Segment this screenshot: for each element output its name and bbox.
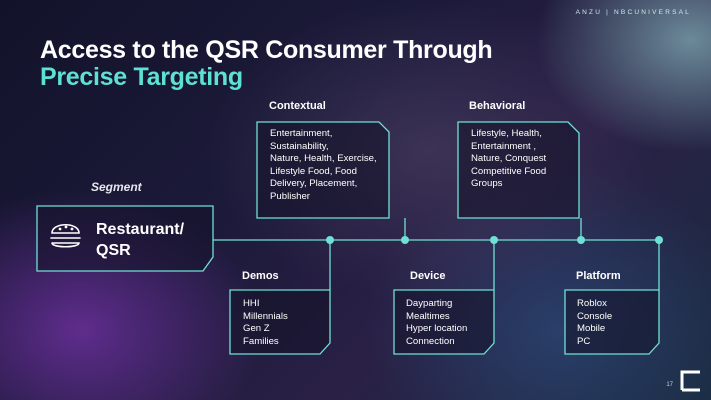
behavioral-items: Lifestyle, Health, Entertainment , Natur… <box>471 128 547 190</box>
node-dot <box>326 236 334 244</box>
demos-title: Demos <box>242 270 279 282</box>
contextual-items: Entertainment, Sustainability, Nature, H… <box>270 128 377 202</box>
page-title-line-2: Precise Targeting <box>40 63 243 91</box>
platform-items: Roblox Console Mobile PC <box>577 298 613 347</box>
node-dot <box>655 236 663 244</box>
demos-items: HHI Millennials Gen Z Families <box>243 298 288 347</box>
contextual-title: Contextual <box>269 100 326 112</box>
device-items: Dayparting Mealtimes Hyper location Conn… <box>406 298 468 347</box>
node-dot <box>401 236 409 244</box>
contextual-box <box>256 121 390 219</box>
demos-box <box>229 289 331 355</box>
behavioral-title: Behavioral <box>469 100 526 112</box>
node-dot <box>490 236 498 244</box>
device-box <box>393 289 495 355</box>
behavioral-box <box>457 121 580 219</box>
page-number: 17 <box>666 382 673 388</box>
device-title: Device <box>410 270 446 282</box>
node-dot <box>577 236 585 244</box>
corner-bracket <box>680 370 700 392</box>
segment-label: Segment <box>91 180 142 194</box>
platform-box <box>564 289 660 355</box>
segment-box <box>36 205 214 272</box>
burger-icon <box>50 223 81 248</box>
page-title-line-1: Access to the QSR Consumer Through <box>40 36 493 64</box>
brand-logo-text: ANZU | NBCUNIVERSAL <box>575 9 691 16</box>
platform-title: Platform <box>576 270 621 282</box>
segment-name: Restaurant/ QSR <box>96 221 185 259</box>
